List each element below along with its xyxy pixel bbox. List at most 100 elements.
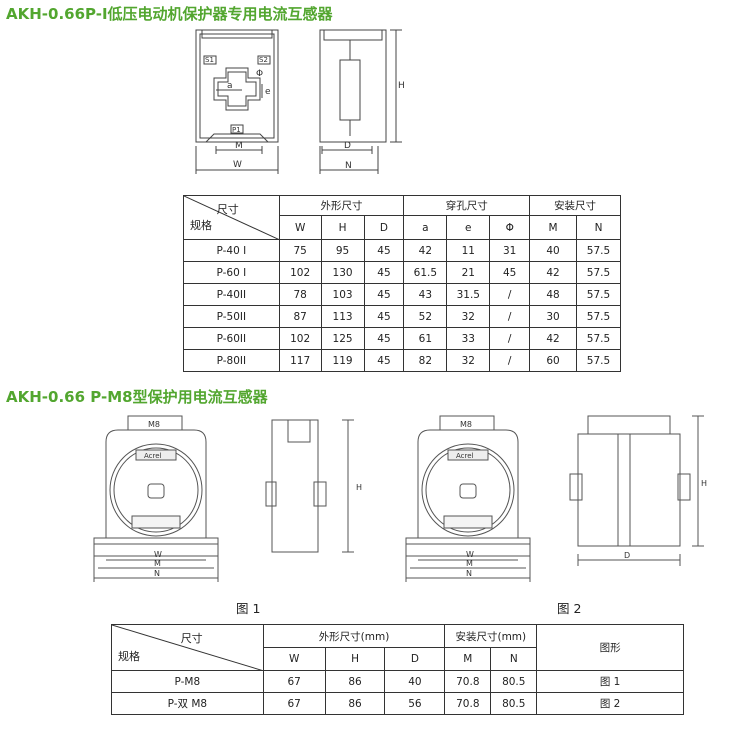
figure-2-caption: 图 2 bbox=[557, 601, 582, 616]
column-header: D bbox=[384, 647, 446, 671]
value-cell: 45 bbox=[363, 349, 405, 372]
label-p1: P1 bbox=[232, 126, 241, 134]
value-cell: 119 bbox=[320, 349, 365, 372]
value-cell: 75 bbox=[278, 239, 322, 262]
figure-cell: 图 1 bbox=[536, 670, 684, 693]
value-cell: 103 bbox=[320, 283, 365, 306]
label-w: W bbox=[233, 160, 242, 170]
column-header: H bbox=[324, 647, 386, 671]
value-cell: 11 bbox=[446, 239, 491, 262]
value-cell: 78 bbox=[278, 283, 322, 306]
value-cell: 42 bbox=[529, 327, 577, 350]
group-header: 安装尺寸 bbox=[529, 195, 621, 216]
value-cell: 102 bbox=[278, 327, 322, 350]
value-cell: 32 bbox=[446, 305, 491, 328]
value-cell: 61 bbox=[403, 327, 448, 350]
value-cell: 42 bbox=[529, 261, 577, 284]
figure-cell: 图 2 bbox=[536, 692, 684, 715]
label-n: N bbox=[154, 569, 160, 578]
value-cell: 30 bbox=[529, 305, 577, 328]
group-header: 安装尺寸(mm) bbox=[444, 624, 538, 648]
section1-title: AKH-0.66P-I低压电动机保护器专用电流互感器 bbox=[6, 5, 333, 23]
value-cell: 117 bbox=[278, 349, 322, 372]
group-header: 穿孔尺寸 bbox=[403, 195, 531, 216]
label-s2: S2 bbox=[259, 56, 268, 64]
label-d: D bbox=[344, 141, 351, 151]
column-header: Φ bbox=[489, 215, 531, 240]
value-cell: 70.8 bbox=[444, 692, 492, 715]
column-header: M bbox=[444, 647, 492, 671]
model-cell: P-50II bbox=[183, 305, 280, 328]
m8-fig1-front-drawing: M8 Acrel W M N bbox=[93, 415, 219, 582]
table-row: P-60II 102 125 45 61 33 / 42 57.5 bbox=[183, 327, 621, 350]
value-cell: 86 bbox=[324, 670, 386, 693]
label-e: e bbox=[265, 87, 271, 97]
value-cell: / bbox=[489, 327, 531, 350]
label-h: H bbox=[398, 81, 405, 91]
label-m: M bbox=[235, 141, 243, 151]
value-cell: 86 bbox=[324, 692, 386, 715]
figure-1-caption: 图 1 bbox=[236, 601, 261, 616]
column-header: M bbox=[529, 215, 577, 240]
column-header: N bbox=[490, 647, 538, 671]
value-cell: 80.5 bbox=[490, 670, 538, 693]
model-cell: P-双 M8 bbox=[111, 692, 264, 715]
label-n: N bbox=[345, 161, 352, 171]
column-header: D bbox=[363, 215, 405, 240]
m8-fig2-front-drawing: M8 Acrel W M N bbox=[405, 415, 531, 582]
table-row: P-M8 67 86 40 70.8 80.5 图 1 bbox=[111, 670, 684, 693]
corner-bottom-label: 规格 bbox=[118, 650, 140, 663]
value-cell: 80.5 bbox=[490, 692, 538, 715]
corner-bottom-label: 规格 bbox=[190, 219, 212, 232]
value-cell: 61.5 bbox=[403, 261, 448, 284]
value-cell: / bbox=[489, 349, 531, 372]
value-cell: 57.5 bbox=[576, 349, 621, 372]
value-cell: 57.5 bbox=[576, 283, 621, 306]
section2-title: AKH-0.66 P-M8型保护用电流互感器 bbox=[6, 388, 268, 406]
value-cell: 21 bbox=[446, 261, 491, 284]
p1-front-view-drawing: S1 S2 P1 a e Φ M W bbox=[195, 29, 279, 174]
label-m: M bbox=[154, 559, 161, 568]
model-cell: P-60 I bbox=[183, 261, 280, 284]
model-cell: P-40 I bbox=[183, 239, 280, 262]
value-cell: 102 bbox=[278, 261, 322, 284]
brand-logo-text: Acrel bbox=[144, 452, 162, 460]
label-s1: S1 bbox=[205, 56, 214, 64]
value-cell: 45 bbox=[363, 305, 405, 328]
value-cell: 31 bbox=[489, 239, 531, 262]
model-cell: P-60II bbox=[183, 327, 280, 350]
column-header: a bbox=[403, 215, 448, 240]
value-cell: 67 bbox=[262, 670, 326, 693]
column-header: e bbox=[446, 215, 491, 240]
column-header: W bbox=[278, 215, 322, 240]
m8-label: M8 bbox=[148, 420, 160, 429]
table-row: P-双 M8 67 86 56 70.8 80.5 图 2 bbox=[111, 692, 684, 715]
value-cell: 40 bbox=[529, 239, 577, 262]
value-cell: 42 bbox=[403, 239, 448, 262]
m8-fig2-side-drawing: D H bbox=[569, 415, 707, 566]
p1-side-view-drawing: D N H bbox=[319, 29, 405, 174]
model-cell: P-80II bbox=[183, 349, 280, 372]
value-cell: 45 bbox=[363, 261, 405, 284]
label-m: M bbox=[466, 559, 473, 568]
value-cell: 48 bbox=[529, 283, 577, 306]
table-row: P-40II 78 103 45 43 31.5 / 48 57.5 bbox=[183, 283, 621, 306]
group-header: 图形 bbox=[536, 624, 684, 671]
p1-spec-table: 尺寸 规格 外形尺寸 穿孔尺寸 安装尺寸 W H D a e Φ M N P-4… bbox=[183, 195, 621, 372]
label-n: N bbox=[466, 569, 472, 578]
table-row: P-40 I 75 95 45 42 11 31 40 57.5 bbox=[183, 239, 621, 262]
group-header: 外形尺寸(mm) bbox=[262, 624, 446, 648]
value-cell: 43 bbox=[403, 283, 448, 306]
table-row: P-50II 87 113 45 52 32 / 30 57.5 bbox=[183, 305, 621, 328]
model-cell: P-M8 bbox=[111, 670, 264, 693]
value-cell: 52 bbox=[403, 305, 448, 328]
value-cell: 57.5 bbox=[576, 305, 621, 328]
value-cell: / bbox=[489, 305, 531, 328]
column-header: H bbox=[320, 215, 365, 240]
value-cell: 57.5 bbox=[576, 327, 621, 350]
value-cell: 57.5 bbox=[576, 239, 621, 262]
table-row: P-80II 117 119 45 82 32 / 60 57.5 bbox=[183, 349, 621, 372]
label-w: W bbox=[466, 550, 474, 559]
value-cell: / bbox=[489, 283, 531, 306]
table-row: P-60 I 102 130 45 61.5 21 45 42 57.5 bbox=[183, 261, 621, 284]
